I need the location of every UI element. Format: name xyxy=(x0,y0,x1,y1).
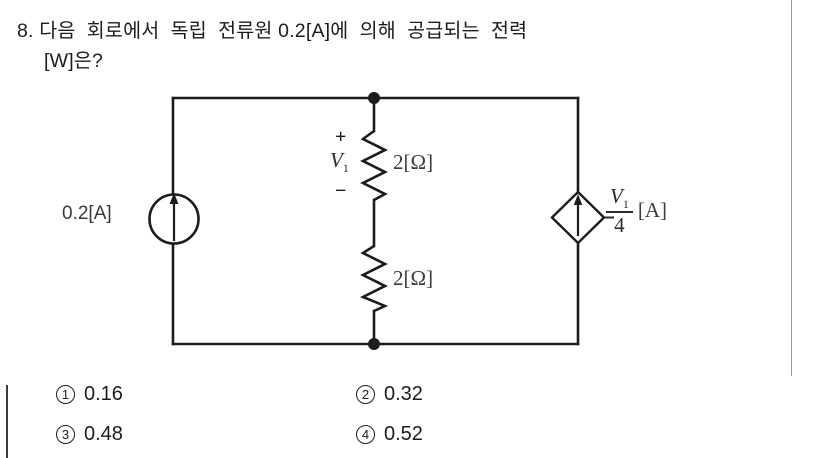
v1-symbol: V xyxy=(330,148,343,172)
option-value-2: 0.32 xyxy=(384,383,423,405)
fraction-numerator-subscript: 1 xyxy=(622,197,629,212)
fraction-numerator-symbol: V xyxy=(610,184,623,208)
option-marker-4: 4 xyxy=(356,425,375,444)
question-line-2: [W]은? xyxy=(44,50,104,72)
independent-current-source-symbol xyxy=(148,193,200,245)
answer-option-4[interactable]: 4 0.52 xyxy=(356,423,423,446)
resistor-top-label: 2[Ω] xyxy=(393,150,434,174)
option-marker-2: 2 xyxy=(356,385,375,404)
resistor-bottom-label: 2[Ω] xyxy=(393,266,434,290)
question-text-block: 8. 다음 회로에서 독립 전류원 0.2[A]에 의해 공급되는 전력 [W]… xyxy=(17,16,717,76)
dependent-source-fraction: V1 4 xyxy=(606,186,633,236)
fraction-numerator: V1 xyxy=(606,186,633,211)
option-value-1: 0.16 xyxy=(84,383,123,405)
page-right-divider xyxy=(791,0,793,376)
independent-source-label: 0.2[A] xyxy=(62,203,112,224)
answer-option-2[interactable]: 2 0.32 xyxy=(356,383,423,406)
dependent-current-source-symbol xyxy=(550,190,614,245)
v1-subscript: 1 xyxy=(342,161,349,176)
fraction-bar xyxy=(606,211,633,213)
option-value-3: 0.48 xyxy=(84,423,123,445)
resistor-top-symbol xyxy=(360,129,388,202)
answer-option-1[interactable]: 1 0.16 xyxy=(56,383,123,406)
v1-label: V1 xyxy=(330,148,349,176)
v1-minus-polarity: − xyxy=(335,180,347,202)
answer-options: 1 0.16 2 0.32 3 0.48 4 0.52 xyxy=(0,378,826,458)
v1-plus-polarity: + xyxy=(335,126,347,148)
fraction-denominator: 4 xyxy=(614,212,625,237)
dependent-source-unit: [A] xyxy=(637,198,667,223)
page-left-divider xyxy=(6,385,8,458)
option-marker-1: 1 xyxy=(56,385,75,404)
option-marker-3: 3 xyxy=(56,425,75,444)
dependent-source-expression: V1 4 [A] xyxy=(606,186,667,236)
option-value-4: 0.52 xyxy=(384,423,423,445)
node-dot-top xyxy=(368,92,380,104)
answer-option-3[interactable]: 3 0.48 xyxy=(56,423,123,446)
node-dot-bottom xyxy=(368,338,380,350)
resistor-bottom-symbol xyxy=(359,244,389,313)
question-line-1: 8. 다음 회로에서 독립 전류원 0.2[A]에 의해 공급되는 전력 xyxy=(17,20,528,42)
